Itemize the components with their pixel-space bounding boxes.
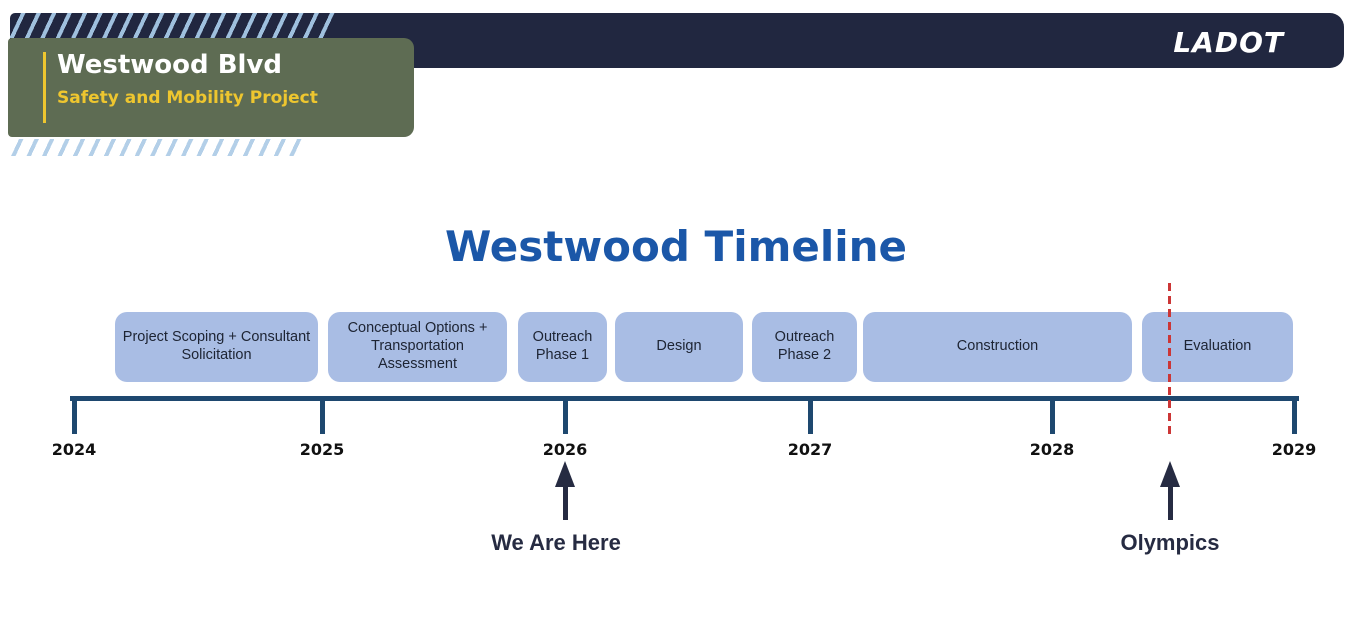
olympics-dashed-line bbox=[1168, 283, 1171, 435]
year-label-2027: 2027 bbox=[787, 440, 833, 459]
year-label-2026: 2026 bbox=[542, 440, 588, 459]
badge-accent-line bbox=[43, 52, 46, 123]
phase-box-outreach-phase-2: Outreach Phase 2 bbox=[752, 312, 857, 382]
we-are-here-arrow-shaft bbox=[562, 487, 568, 520]
badge-text-block: Westwood Blvd Safety and Mobility Projec… bbox=[57, 50, 318, 108]
ladot-logo: LADOT bbox=[1173, 26, 1284, 59]
year-tick-2025 bbox=[319, 396, 325, 434]
phase-box-outreach-phase-1: Outreach Phase 1 bbox=[518, 312, 607, 382]
timeline-title: Westwood Timeline bbox=[444, 222, 908, 271]
olympics-label: Olympics bbox=[1120, 530, 1220, 555]
phase-box-conceptual-options: Conceptual Options + Transportation Asse… bbox=[328, 312, 507, 382]
year-label-2029: 2029 bbox=[1271, 440, 1317, 459]
we-are-here-arrow-icon bbox=[554, 461, 576, 520]
timeline-axis bbox=[70, 396, 1299, 401]
year-tick-2028 bbox=[1049, 396, 1055, 434]
we-are-here-arrowhead bbox=[555, 461, 575, 487]
project-badge: Westwood Blvd Safety and Mobility Projec… bbox=[8, 38, 414, 137]
project-title: Westwood Blvd bbox=[57, 50, 282, 80]
year-tick-2027 bbox=[807, 396, 813, 434]
phase-box-evaluation: Evaluation bbox=[1142, 312, 1293, 382]
we-are-here-label: We Are Here bbox=[491, 530, 621, 555]
year-label-2024: 2024 bbox=[51, 440, 97, 459]
phase-box-construction: Construction bbox=[863, 312, 1132, 382]
year-label-2028: 2028 bbox=[1029, 440, 1075, 459]
year-tick-2024 bbox=[71, 396, 77, 434]
header-hatch-stripes-top bbox=[10, 13, 335, 38]
phase-box-design: Design bbox=[615, 312, 743, 382]
project-subtitle: Safety and Mobility Project bbox=[57, 88, 318, 109]
year-tick-2029 bbox=[1291, 396, 1297, 434]
year-label-2025: 2025 bbox=[299, 440, 345, 459]
year-tick-2026 bbox=[562, 396, 568, 434]
olympics-arrow-shaft bbox=[1167, 487, 1173, 520]
phase-box-project-scoping: Project Scoping + Consultant Solicitatio… bbox=[115, 312, 318, 382]
olympics-arrowhead bbox=[1160, 461, 1180, 487]
olympics-arrow-icon bbox=[1159, 461, 1181, 520]
header-hatch-stripes-bottom bbox=[8, 139, 310, 156]
